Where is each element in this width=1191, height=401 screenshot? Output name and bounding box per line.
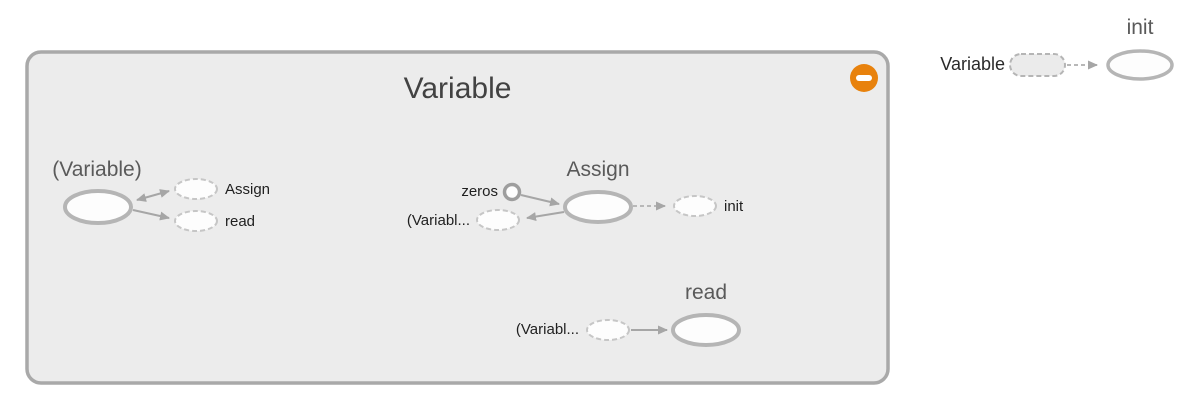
group-title: Variable	[403, 72, 512, 105]
side-variable-label: Variable	[940, 54, 1005, 74]
variable-op-node[interactable]	[63, 189, 133, 225]
zeros-label: zeros	[461, 183, 498, 200]
edge-assign-variable-ref	[526, 211, 565, 222]
collapse-button[interactable]	[850, 64, 878, 92]
edge-zeros-assign	[520, 194, 560, 207]
read-op-title: read	[684, 281, 728, 304]
variable-collapsed-node[interactable]	[1009, 53, 1066, 77]
zeros-op-node[interactable]	[502, 182, 522, 202]
read-ref-label: read	[225, 213, 256, 230]
variable-ref-label-assign: (Variabl...	[406, 212, 470, 229]
variable-op-title: (Variable)	[52, 158, 142, 181]
init-op-node[interactable]	[1106, 49, 1174, 81]
assign-op-title: Assign	[566, 158, 630, 181]
assign-ref-label: Assign	[225, 181, 271, 198]
init-ref-node[interactable]	[673, 195, 717, 217]
variable-ref-node-assign[interactable]	[476, 209, 520, 231]
edge-variable-read	[132, 209, 170, 221]
edge-variable-assign	[136, 189, 170, 202]
assign-ref-node[interactable]	[174, 178, 218, 200]
read-ref-node[interactable]	[174, 210, 218, 232]
variable-ref-label-read: (Variabl...	[515, 321, 579, 338]
init-ref-label: init	[724, 198, 744, 215]
variable-ref-node-read[interactable]	[586, 319, 630, 341]
init-op-title: init	[1126, 16, 1154, 39]
assign-op-node[interactable]	[563, 190, 633, 224]
minus-icon	[856, 75, 872, 81]
variable-group-box[interactable]	[25, 50, 890, 385]
read-op-node[interactable]	[671, 313, 741, 347]
